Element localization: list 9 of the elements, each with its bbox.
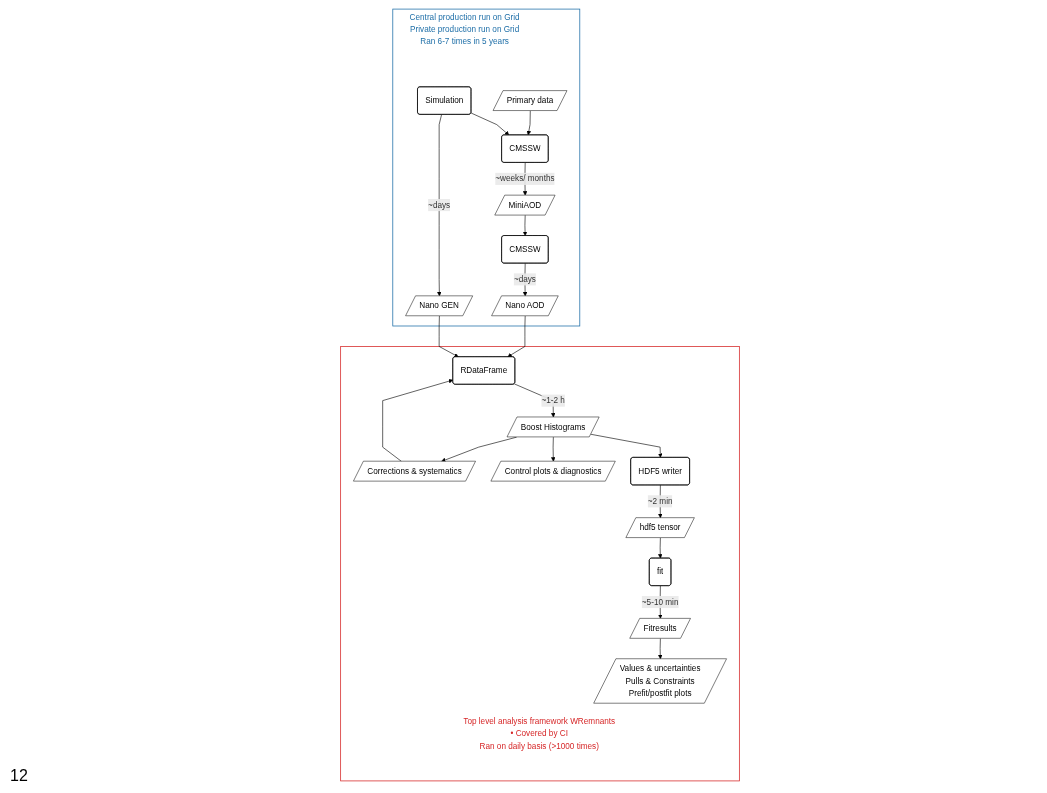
edge-label: ~5-10 min xyxy=(641,597,679,607)
edge-label: ~days xyxy=(513,274,536,284)
node-label: Ran on daily basis (>1000 times) xyxy=(479,741,599,751)
edge-label: ~days xyxy=(428,200,451,210)
edge-label: ~2 min xyxy=(647,496,673,506)
edge-label: ~weeks/ months xyxy=(495,174,555,183)
page-number: 12 xyxy=(10,767,28,785)
node-label: Ran 6-7 times in 5 years xyxy=(420,37,509,46)
edge-label: ~1-2 h xyxy=(541,396,565,405)
